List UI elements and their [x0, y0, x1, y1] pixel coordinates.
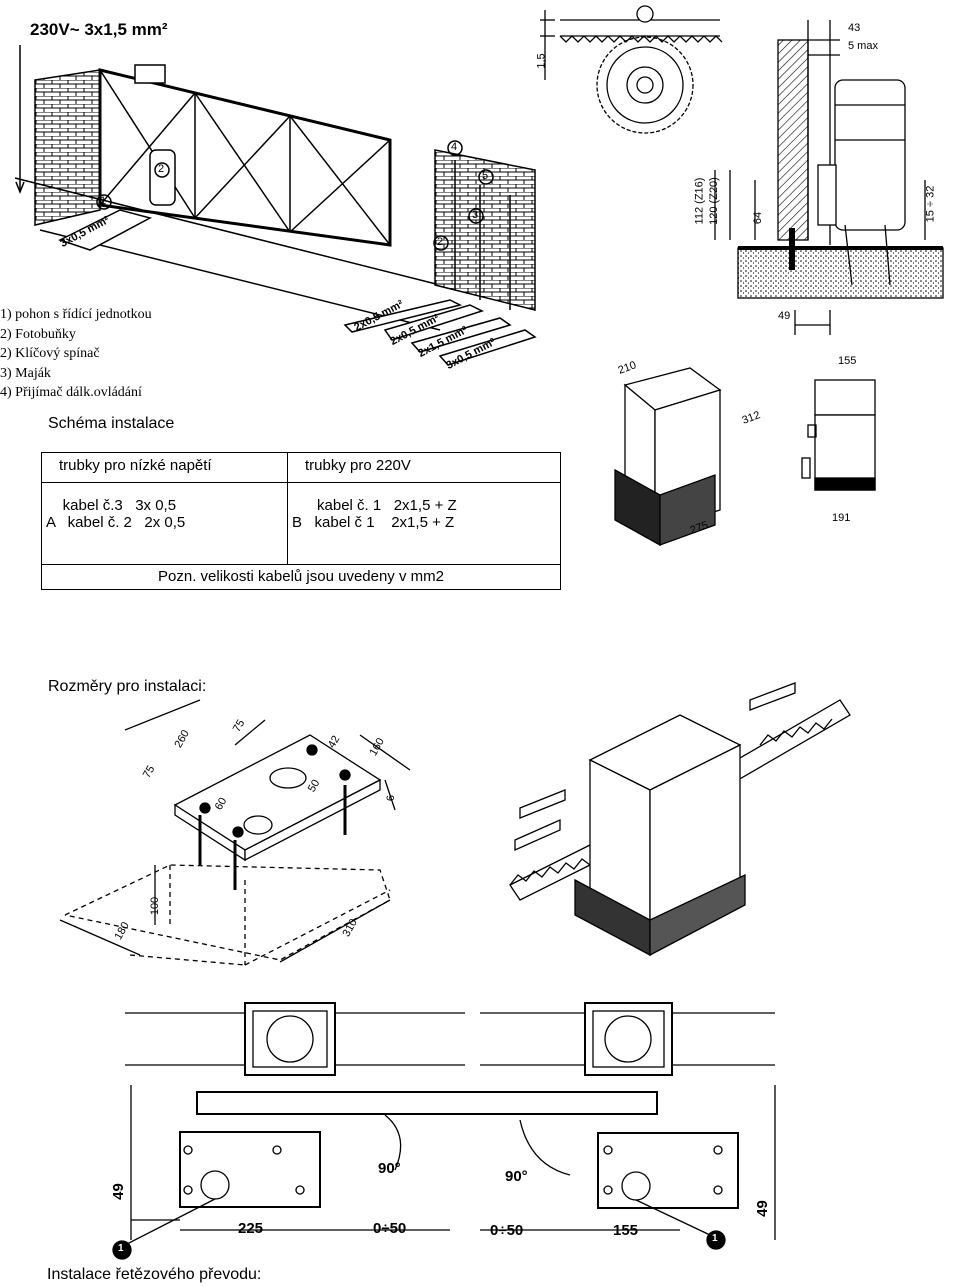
chain-dimension: 155 [613, 1222, 639, 1239]
rack-dimension: 112 (Z16) [693, 177, 706, 225]
legend-item: 2) Klíčový spínač [0, 346, 100, 361]
rack-pinion-drawing [540, 5, 723, 134]
chain-dimension: 225 [238, 1220, 264, 1237]
motor-box-dimension-drawing [614, 367, 876, 547]
legend-item: 4) Přijímač dálk.ovládání [0, 385, 142, 400]
rack-dimension: 43 [848, 22, 861, 34]
box-dimension: 191 [832, 512, 851, 524]
rack-dimension: 64 [752, 211, 765, 225]
install-title: Rozměry pro instalaci: [48, 678, 207, 695]
cable-note: Pozn. velikosti kabelů jsou uvedeny v mm… [41, 563, 561, 591]
part-number: 1 [100, 195, 107, 207]
plate-dimension: 100 [149, 896, 162, 916]
cable-row: kabel č. 1 2x1,5 + Z [292, 497, 457, 515]
chain-drive-left-drawing [112, 1002, 658, 1260]
power-supply-label: 230V~ 3x1,5 mm² [30, 20, 168, 39]
part-number: 2 [158, 163, 165, 175]
low-voltage-header: trubky pro nízké napětí [59, 457, 212, 474]
rack-dimension: 49 [778, 310, 791, 322]
rack-dimension: 15 ÷ 32 [924, 185, 937, 223]
cable-row: B kabel č 1 2x1,5 + Z [292, 514, 455, 532]
angle-label: 90° [505, 1168, 528, 1185]
chain-title: Instalace řetězového převodu: [47, 1266, 262, 1283]
cable-row: A kabel č. 2 2x 0,5 [46, 514, 186, 532]
high-voltage-header: trubky pro 220V [305, 457, 411, 474]
legend-item: 2) Fotobuňky [0, 326, 76, 342]
chain-dimension: 49 [109, 1183, 127, 1200]
plate-dimension: 6 [385, 794, 398, 802]
rack-dimension: 5 max [848, 40, 878, 52]
motor-on-rack-drawing [509, 682, 851, 957]
part-number: 5 [482, 170, 489, 182]
mounting-plate-drawing [59, 699, 411, 966]
side-profile-drawing [714, 20, 944, 335]
chain-dimension: 0÷50 [490, 1222, 524, 1239]
gate-installation-drawing [14, 45, 537, 366]
marker-label: 1 [712, 1233, 718, 1244]
box-dimension: 155 [838, 355, 857, 367]
cable-table: trubky pro nízké napětí trubky pro 220V … [41, 451, 561, 591]
marker-label: 1 [118, 1243, 124, 1254]
legend: 1) pohon s řídící jednotkou 2) Fotobuňky… [0, 305, 152, 403]
chain-dimension: 0÷50 [373, 1220, 407, 1237]
chain-drive-right-drawing [480, 1002, 776, 1250]
angle-label: 90° [378, 1160, 401, 1177]
rack-dimension: 120 (Z20) [707, 177, 720, 225]
cable-row: kabel č.3 3x 0,5 [46, 497, 177, 515]
part-number: 2 [437, 236, 444, 248]
legend-item: 1) pohon s řídící jednotkou [0, 307, 152, 322]
chain-dimension: 49 [753, 1200, 771, 1217]
part-number: 4 [451, 141, 458, 153]
part-number: 3 [472, 209, 479, 221]
rack-dimension: 1,5 [535, 53, 548, 69]
legend-item: 3) Maják [0, 365, 51, 381]
schema-title: Schéma instalace [48, 415, 175, 432]
